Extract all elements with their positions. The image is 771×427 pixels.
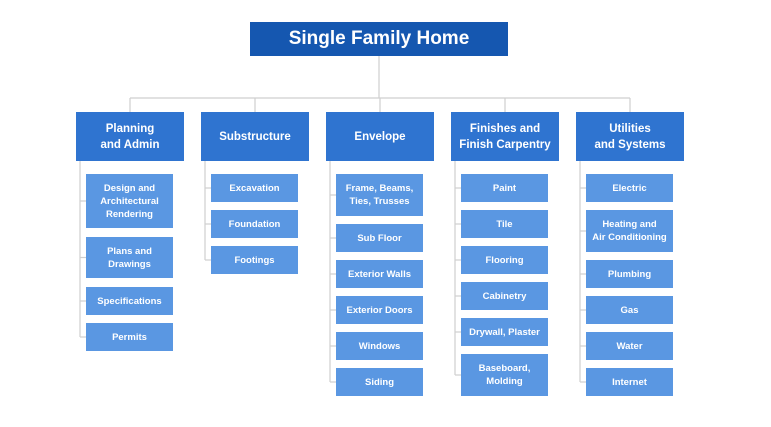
category-planning-and-admin: Planning and Admin — [76, 112, 184, 161]
item-frame-beams-ties-trusses: Frame, Beams, Ties, Trusses — [336, 174, 423, 216]
category-utilities-and-systems: Utilities and Systems — [576, 112, 684, 161]
item-paint: Paint — [461, 174, 548, 202]
item-flooring: Flooring — [461, 246, 548, 274]
root-node: Single Family Home — [250, 22, 508, 56]
item-heating-and-air-conditioning: Heating and Air Conditioning — [586, 210, 673, 252]
item-footings: Footings — [211, 246, 298, 274]
item-foundation: Foundation — [211, 210, 298, 238]
item-water: Water — [586, 332, 673, 360]
item-specifications: Specifications — [86, 287, 173, 315]
item-permits: Permits — [86, 323, 173, 351]
category-envelope: Envelope — [326, 112, 434, 161]
item-exterior-walls: Exterior Walls — [336, 260, 423, 288]
item-electric: Electric — [586, 174, 673, 202]
item-cabinetry: Cabinetry — [461, 282, 548, 310]
item-plans-and-drawings: Plans and Drawings — [86, 237, 173, 278]
item-windows: Windows — [336, 332, 423, 360]
item-sub-floor: Sub Floor — [336, 224, 423, 252]
item-design-and-architectural-rendering: Design and Architectural Rendering — [86, 174, 173, 228]
item-excavation: Excavation — [211, 174, 298, 202]
item-drywall-plaster: Drywall, Plaster — [461, 318, 548, 346]
item-plumbing: Plumbing — [586, 260, 673, 288]
item-tile: Tile — [461, 210, 548, 238]
item-siding: Siding — [336, 368, 423, 396]
category-substructure: Substructure — [201, 112, 309, 161]
item-baseboard-molding: Baseboard, Molding — [461, 354, 548, 396]
category-finishes-and-finish-carpentry: Finishes and Finish Carpentry — [451, 112, 559, 161]
item-internet: Internet — [586, 368, 673, 396]
item-exterior-doors: Exterior Doors — [336, 296, 423, 324]
item-gas: Gas — [586, 296, 673, 324]
